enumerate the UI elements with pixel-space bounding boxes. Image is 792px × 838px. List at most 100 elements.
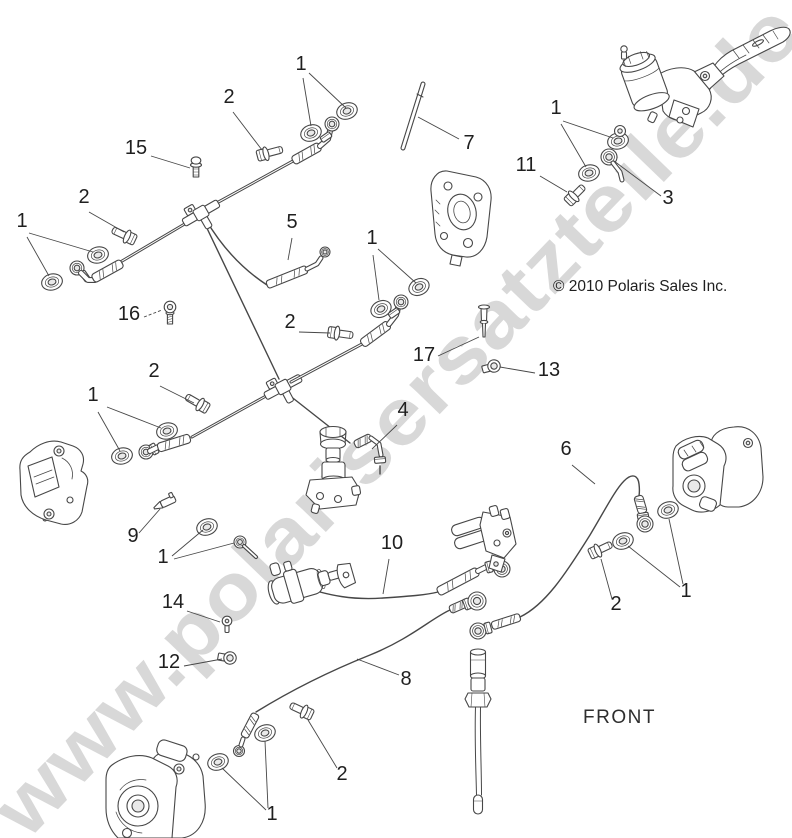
banjo-eye-rim — [603, 151, 615, 163]
banjo-eye-hole — [236, 748, 242, 754]
hose-band — [249, 718, 255, 725]
hose-segment — [633, 494, 648, 515]
bolt-hex-facet — [258, 150, 262, 161]
hose-band — [280, 275, 283, 283]
callout-1: 1 — [16, 210, 27, 232]
washer-hole — [213, 758, 223, 766]
fitting-nut-facet — [388, 308, 399, 316]
callout-2: 2 — [284, 311, 295, 333]
bracket-hole — [462, 237, 474, 249]
hose-band — [298, 268, 300, 276]
callout-17: 17 — [413, 344, 435, 366]
banjo-eye-hole — [472, 596, 482, 606]
valve-port — [315, 491, 325, 501]
hose-band — [298, 153, 300, 162]
hose-band — [382, 324, 385, 333]
hose-band — [500, 619, 503, 627]
bracket-hole — [473, 192, 483, 202]
callout-1: 1 — [87, 384, 98, 406]
washer-rim — [258, 727, 272, 739]
brake-pipe — [519, 475, 641, 618]
caliper-cylinder — [681, 451, 709, 472]
hose-clamp-hole — [490, 362, 498, 370]
brake-lever-hatch — [732, 30, 779, 59]
leader-line — [571, 464, 596, 485]
bolt-hex-facet — [130, 234, 135, 244]
leader-line — [88, 211, 125, 233]
left-brake-caliper — [19, 440, 89, 525]
outlet-eye-hole — [617, 128, 623, 134]
callout-9: 9 — [127, 525, 138, 547]
caliper-stub — [699, 496, 717, 512]
caliper-arc-detail — [61, 457, 73, 480]
bolt-hex-facet — [202, 402, 209, 413]
cap-screw-shank — [620, 51, 628, 60]
tee-fitting-body — [274, 378, 292, 396]
washer-rim — [44, 276, 60, 288]
caliper-mount-bracket — [430, 170, 492, 267]
tube-core — [305, 256, 323, 271]
tube-core — [243, 545, 257, 558]
valve-block — [305, 476, 361, 510]
brake-sensor-cable — [464, 648, 492, 815]
bolt-thread — [278, 147, 281, 153]
bolt-flange — [593, 543, 603, 558]
leader-line — [159, 385, 195, 404]
washer-hole — [663, 506, 673, 514]
brake-pipe — [294, 583, 439, 600]
leader-line — [26, 236, 50, 277]
hose-band — [635, 500, 644, 503]
leader-lines-layer — [26, 72, 684, 811]
fitting-nut-facet — [485, 622, 489, 634]
hose-band — [178, 437, 181, 446]
leader-line — [307, 719, 338, 769]
washer-rim — [159, 425, 175, 437]
callout-2: 2 — [336, 763, 347, 785]
reservoir-base — [633, 92, 670, 112]
fitting-nut-facet — [320, 132, 331, 140]
callout-2: 2 — [610, 593, 621, 615]
bolt-hex-facet — [590, 548, 595, 558]
plate-hole-inner — [745, 440, 751, 446]
callout-1: 1 — [157, 546, 168, 568]
callout-8: 8 — [400, 668, 411, 690]
callout-5: 5 — [286, 211, 297, 233]
copyright-text: © 2010 Polaris Sales Inc. — [553, 278, 727, 295]
washer-hole — [93, 251, 103, 259]
leader-line — [539, 175, 568, 193]
hose-band — [637, 508, 646, 510]
hose-band — [99, 271, 101, 280]
leader-line — [28, 232, 94, 253]
bolt-flange — [122, 229, 132, 244]
hose-band — [366, 435, 368, 443]
leader-line — [264, 740, 269, 809]
brake-pipe — [255, 609, 451, 713]
hose-band — [379, 326, 382, 335]
sensor-cable — [474, 706, 482, 796]
bolt-hex-facet — [307, 709, 312, 719]
washer-hole — [162, 427, 172, 435]
bracket-hatch — [434, 199, 441, 227]
callout-2: 2 — [148, 360, 159, 382]
hose-segment — [265, 265, 309, 289]
banjo-eye-rim — [395, 296, 407, 308]
clamp-bolt-hole — [681, 106, 691, 116]
bracket-hole — [439, 231, 449, 241]
leader-line — [298, 331, 331, 334]
callout-16: 16 — [118, 303, 140, 325]
fitting-nut — [373, 456, 387, 464]
leader-line — [562, 120, 614, 139]
brake-line-parts-layer — [41, 81, 679, 771]
hose-band — [357, 439, 359, 448]
washer-rim — [211, 756, 225, 768]
caliper-top-stub — [156, 739, 188, 762]
washer-rim — [610, 135, 626, 147]
callout-2: 2 — [78, 186, 89, 208]
bottom-brake-caliper — [105, 739, 206, 838]
hose-band — [509, 616, 512, 624]
bolt-hex-facet — [330, 327, 333, 338]
leader-line — [97, 411, 121, 452]
callout-11: 11 — [516, 154, 537, 176]
reservoir-cap-knurl — [622, 51, 650, 67]
